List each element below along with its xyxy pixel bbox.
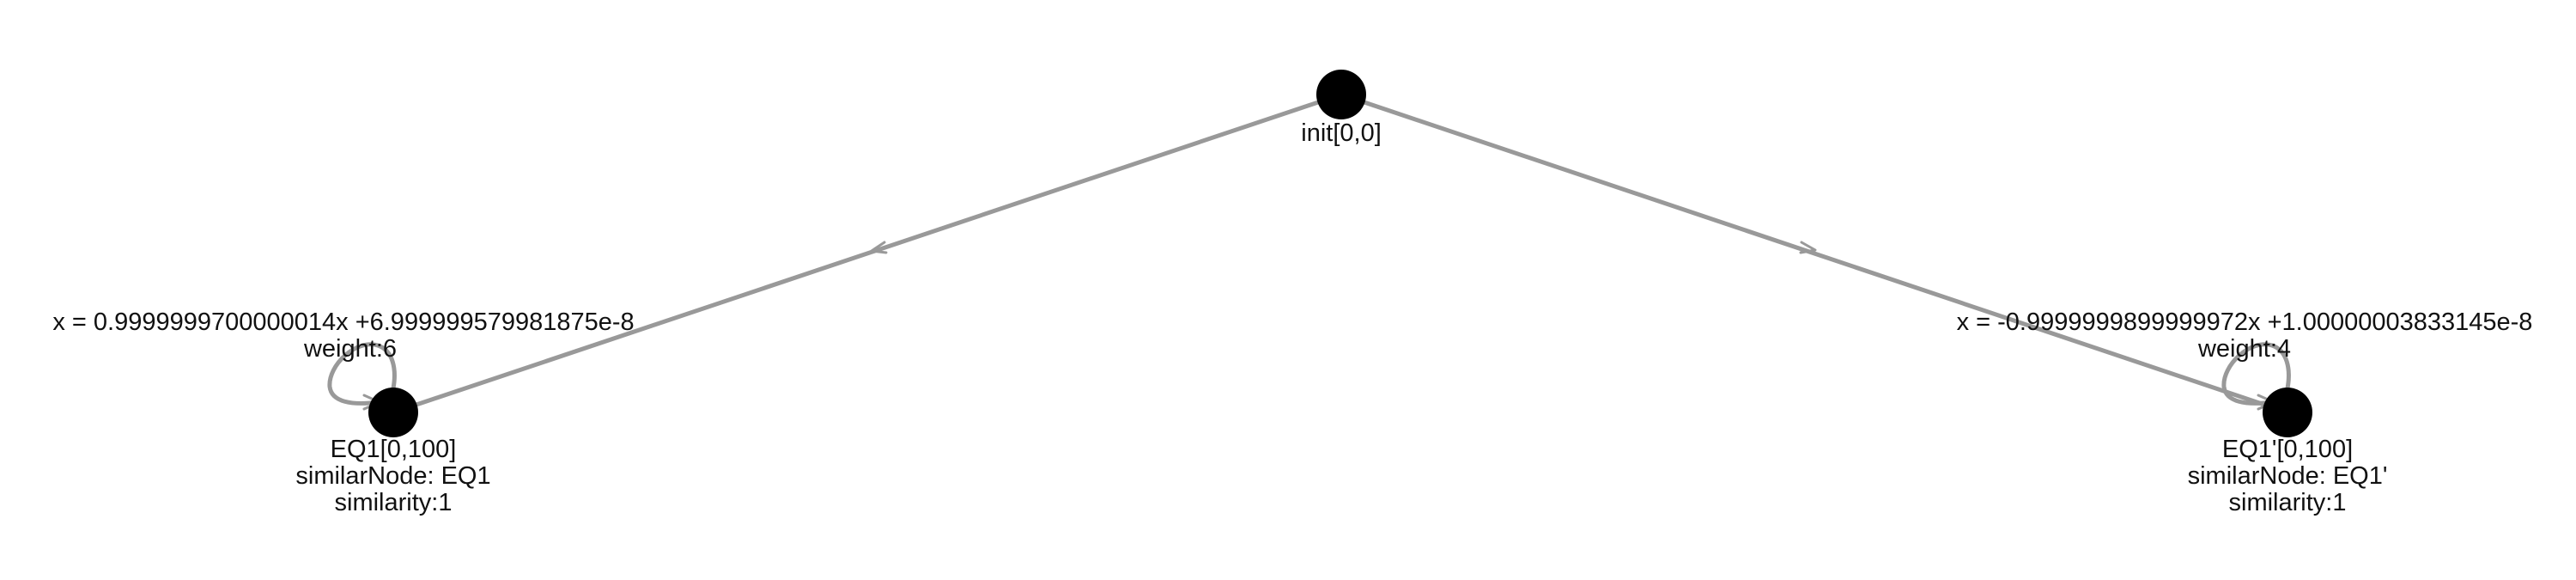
edges bbox=[327, 92, 2291, 415]
node-eq1p[interactable] bbox=[2263, 388, 2312, 437]
node-eq1[interactable] bbox=[368, 388, 418, 437]
node-init[interactable] bbox=[1316, 70, 1366, 119]
nodes bbox=[368, 70, 2312, 437]
node-eq1p-similarity: similarity:1 bbox=[2229, 489, 2347, 516]
self-loop-eq1-equation: x = 0.9999999700000014x +6.9999995799818… bbox=[52, 308, 634, 336]
node-eq1p-label: EQ1'[0,100] bbox=[2222, 436, 2353, 463]
self-loop-eq1[interactable] bbox=[327, 342, 397, 406]
node-eq1-similar-node: similarNode: EQ1 bbox=[295, 462, 490, 490]
self-loop-eq1-weight: weight:6 bbox=[303, 335, 397, 363]
self-loop-eq1p-equation: x = -0.9999999899999972x +1.000000038331… bbox=[1957, 308, 2533, 336]
node-eq1p-similar-node: similarNode: EQ1' bbox=[2188, 462, 2388, 490]
edge-init-to-eq1-arrow bbox=[870, 241, 888, 254]
node-eq1-label: EQ1[0,100] bbox=[331, 436, 457, 463]
self-loop-eq1p[interactable] bbox=[2221, 342, 2291, 406]
node-eq1-similarity: similarity:1 bbox=[335, 489, 453, 516]
edge-init-to-eq1p[interactable] bbox=[1339, 92, 2290, 415]
edge-init-to-eq1p-arrow bbox=[1799, 241, 1817, 254]
self-loop-eq1p-weight: weight:4 bbox=[2197, 335, 2291, 363]
node-init-label: init[0,0] bbox=[1301, 119, 1382, 147]
edge-init-to-eq1[interactable] bbox=[391, 92, 1344, 415]
labels: init[0,0] x = 0.9999999700000014x +6.999… bbox=[52, 119, 2532, 516]
